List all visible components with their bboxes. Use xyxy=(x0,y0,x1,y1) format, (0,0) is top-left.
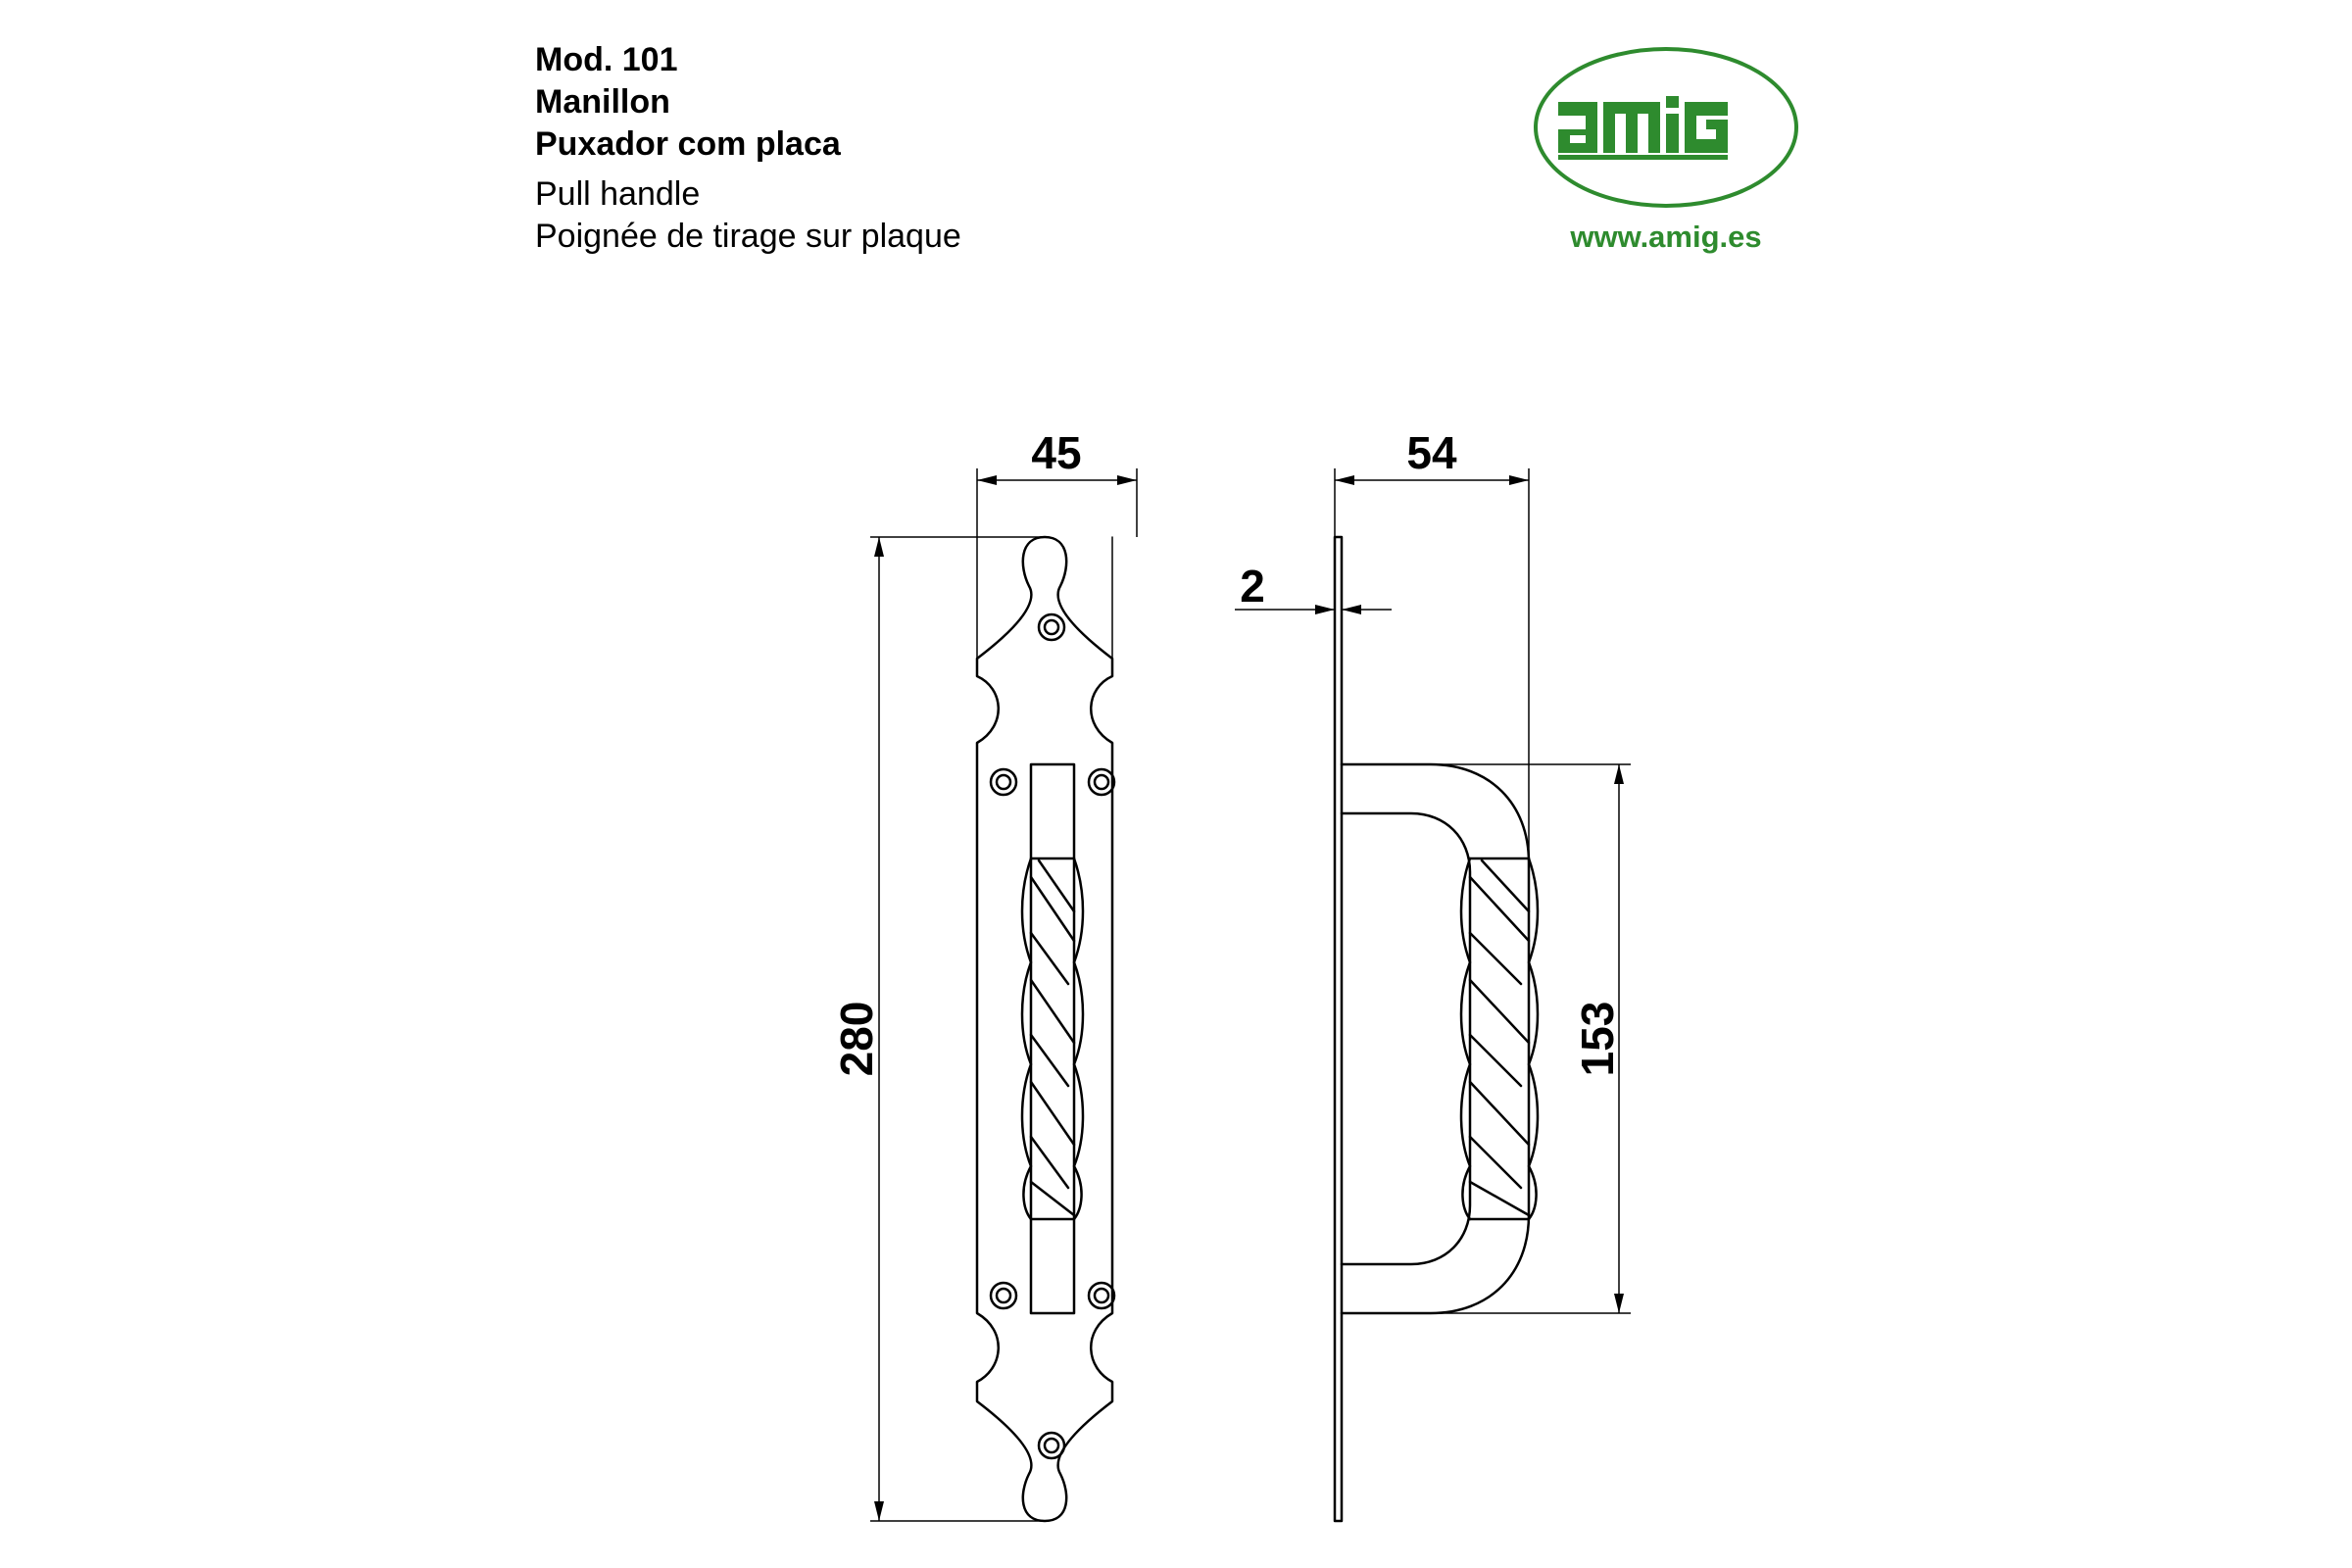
backplate-outline xyxy=(975,535,1114,1523)
backplate-side-view xyxy=(1333,535,1344,1523)
handle-front-view xyxy=(1020,762,1085,1315)
logo-website-url: www.amig.es xyxy=(1570,220,1762,254)
product-header: Mod. 101 Manillon Puxador com placa Pull… xyxy=(535,39,961,258)
dimension-plate-width: 45 xyxy=(1031,427,1081,478)
dimension-arrowheads xyxy=(874,475,1624,1521)
dimension-lines xyxy=(870,468,1631,1522)
product-name-pt: Puxador com placa xyxy=(535,125,841,163)
dimension-handle-projection: 54 xyxy=(1406,427,1457,478)
dimension-plate-length: 280 xyxy=(831,1002,882,1077)
dimension-handle-centers: 153 xyxy=(1572,1002,1623,1077)
logo-emblem-icon xyxy=(1534,47,1798,208)
product-name-en: Pull handle xyxy=(535,175,701,213)
product-name-fr: Poignée de tirage sur plaque xyxy=(535,218,961,255)
model-number: Mod. 101 xyxy=(535,41,678,78)
handle-side-view xyxy=(1340,762,1540,1315)
product-name-es: Manillon xyxy=(535,83,670,121)
dimension-plate-thickness: 2 xyxy=(1240,561,1265,612)
amig-logo: www.amig.es xyxy=(1531,45,1801,261)
screw-holes xyxy=(989,612,1116,1460)
